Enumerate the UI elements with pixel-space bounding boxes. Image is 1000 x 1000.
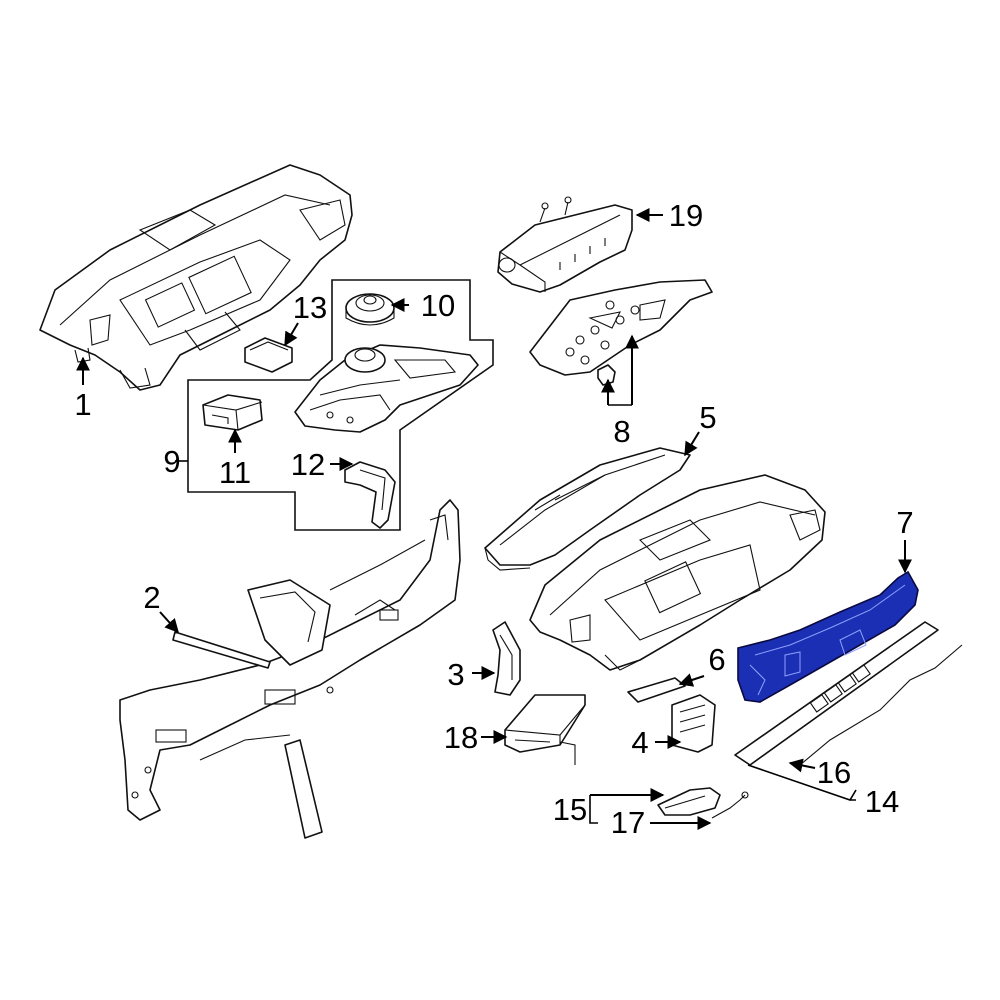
callout-1: 1 bbox=[74, 387, 91, 422]
instrument-panel-assembly-lower bbox=[529, 474, 826, 671]
knee-airbag-15 bbox=[657, 787, 721, 816]
part-group-9-outline bbox=[187, 279, 494, 531]
clip-8 bbox=[597, 364, 616, 386]
center-speaker bbox=[345, 293, 395, 326]
passenger-airbag-module bbox=[497, 196, 633, 293]
callout-15: 15 bbox=[553, 792, 587, 827]
callout-14: 14 bbox=[865, 784, 899, 819]
callout-3: 3 bbox=[447, 657, 464, 692]
callout-19: 19 bbox=[669, 198, 703, 233]
callout-5: 5 bbox=[699, 400, 716, 435]
module-18 bbox=[504, 694, 586, 765]
cross-car-beam bbox=[119, 499, 461, 839]
callout-18: 18 bbox=[444, 720, 478, 755]
vent-4 bbox=[671, 694, 716, 753]
callout-2: 2 bbox=[143, 580, 160, 615]
callout-10: 10 bbox=[421, 288, 455, 323]
knee-bolster-panel-highlighted bbox=[737, 570, 919, 703]
callout-8: 8 bbox=[613, 414, 630, 449]
module-11 bbox=[202, 394, 263, 431]
callout-9: 9 bbox=[163, 444, 180, 479]
trim-strip-14 bbox=[734, 621, 939, 766]
wire-harness-16 bbox=[799, 644, 963, 766]
callout-12: 12 bbox=[291, 447, 325, 482]
instrument-panel-pad bbox=[484, 447, 691, 571]
panel-6 bbox=[627, 677, 686, 703]
callout-16: 16 bbox=[817, 755, 851, 790]
callout-11: 11 bbox=[219, 455, 251, 490]
callout-labels: 1 2 3 4 5 6 7 8 9 10 11 12 13 14 15 16 1… bbox=[74, 198, 913, 840]
sensor-13 bbox=[244, 337, 293, 373]
callout-4: 4 bbox=[631, 725, 648, 760]
instrument-panel-assembly-upper bbox=[39, 164, 353, 391]
callout-13: 13 bbox=[293, 290, 327, 325]
airbag-bracket-tray bbox=[529, 279, 713, 376]
side-trim-3 bbox=[492, 621, 521, 696]
callout-7: 7 bbox=[896, 505, 913, 540]
bracket-12 bbox=[344, 461, 396, 529]
leader-lines bbox=[76, 208, 912, 830]
callout-6: 6 bbox=[708, 642, 725, 677]
callout-17: 17 bbox=[611, 805, 645, 840]
center-console-frame bbox=[294, 344, 479, 433]
